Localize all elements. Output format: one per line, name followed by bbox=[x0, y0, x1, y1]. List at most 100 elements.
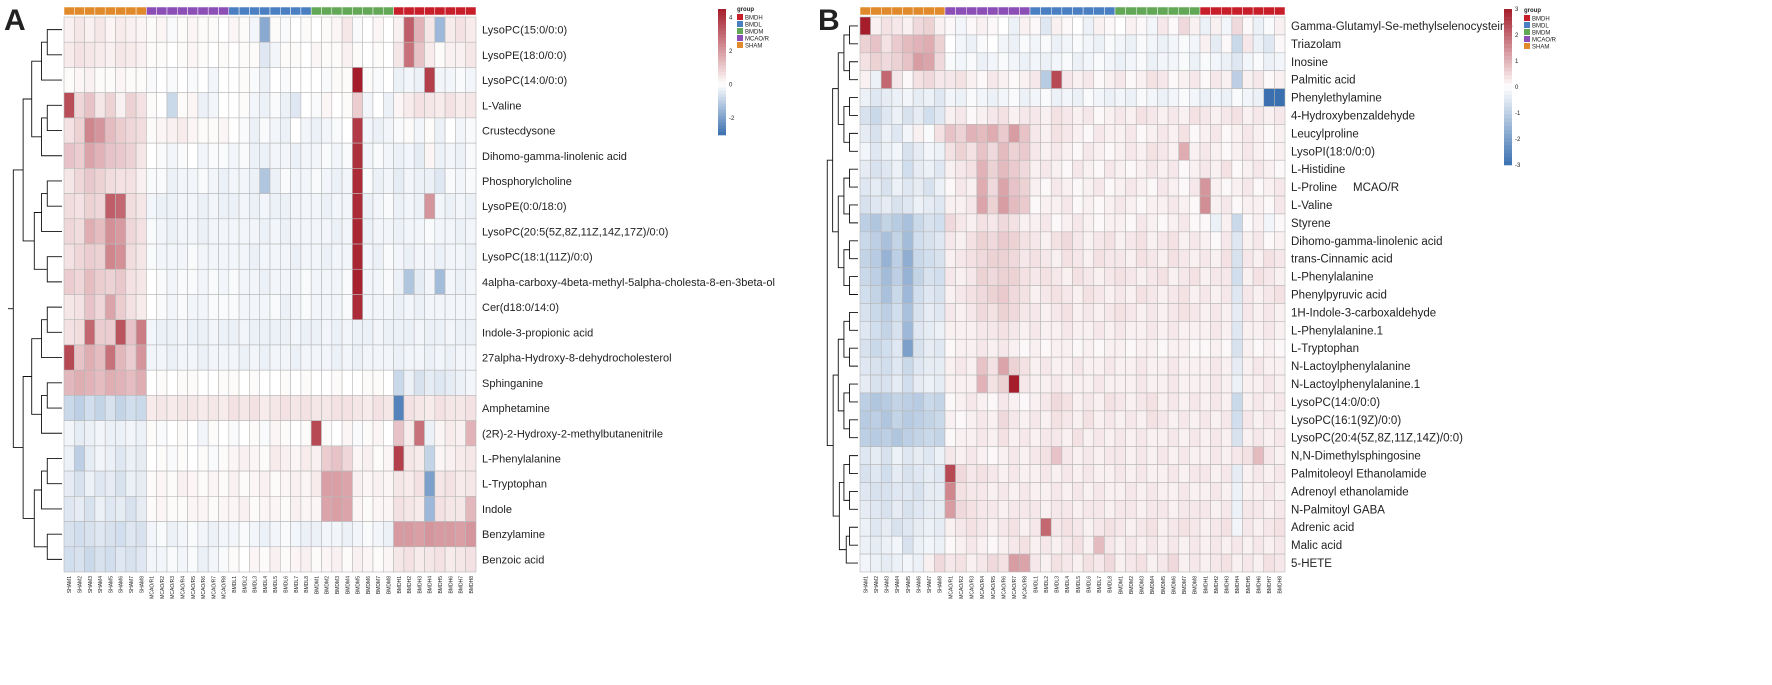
heatmap-cell bbox=[1157, 392, 1169, 412]
heatmap-cell bbox=[341, 496, 353, 522]
heatmap-cell bbox=[997, 285, 1010, 304]
heatmap-cell bbox=[1252, 159, 1265, 179]
heatmap-cell bbox=[177, 142, 188, 169]
heatmap-cell bbox=[197, 193, 209, 220]
heatmap-cell bbox=[166, 294, 178, 321]
heatmap-cell bbox=[912, 195, 925, 215]
heatmap-cell bbox=[382, 420, 394, 447]
heatmap-cell bbox=[372, 470, 384, 497]
heatmap-cell bbox=[1231, 464, 1243, 483]
heatmap-cell bbox=[362, 546, 374, 573]
heatmap-cell bbox=[187, 193, 199, 220]
heatmap-cell bbox=[1210, 410, 1222, 430]
heatmap-cell bbox=[362, 16, 374, 43]
heatmap-cell bbox=[1146, 410, 1158, 430]
row-label: N-Lactoylphenylalanine bbox=[1291, 361, 1411, 373]
heatmap-cell bbox=[1146, 34, 1158, 54]
heatmap-cell bbox=[63, 445, 75, 472]
heatmap-cell bbox=[1040, 124, 1052, 143]
heatmap-cell bbox=[238, 268, 250, 295]
heatmap-cell bbox=[465, 420, 477, 447]
group-annotation-cell bbox=[1199, 6, 1211, 16]
heatmap-cell bbox=[115, 319, 127, 346]
heatmap-cell bbox=[177, 395, 188, 421]
heatmap-cell bbox=[259, 319, 271, 346]
heatmap-cell bbox=[218, 420, 230, 447]
heatmap-cell bbox=[1040, 535, 1052, 555]
heatmap-cell bbox=[372, 268, 384, 295]
group-annotation-cell bbox=[166, 6, 178, 16]
heatmap-cell bbox=[1019, 535, 1031, 555]
heatmap-cell bbox=[1093, 70, 1105, 89]
heatmap-cell bbox=[290, 117, 302, 144]
heatmap-cell bbox=[362, 142, 374, 169]
heatmap-cell bbox=[1008, 500, 1020, 519]
heatmap-cell bbox=[94, 67, 106, 93]
heatmap-cell bbox=[455, 41, 466, 68]
heatmap-cell bbox=[1072, 52, 1084, 72]
column-label: BMDM5 bbox=[356, 576, 362, 594]
heatmap-cell bbox=[923, 428, 935, 447]
heatmap-cell bbox=[891, 249, 903, 268]
color-scale-step bbox=[1504, 75, 1512, 80]
color-scale-step bbox=[1504, 98, 1512, 103]
heatmap-cell bbox=[331, 41, 343, 68]
heatmap-cell bbox=[965, 374, 978, 394]
heatmap-cell bbox=[1252, 338, 1265, 358]
heatmap-cell bbox=[156, 16, 168, 43]
heatmap-cell bbox=[63, 521, 75, 548]
heatmap-cell bbox=[207, 92, 219, 119]
heatmap-cell bbox=[187, 319, 199, 346]
heatmap-cell bbox=[976, 34, 988, 54]
dendrogram-branch bbox=[33, 489, 48, 548]
heatmap-cell bbox=[1199, 446, 1211, 465]
heatmap-cell bbox=[1050, 213, 1063, 233]
heatmap-cell bbox=[1114, 16, 1126, 36]
heatmap-cell bbox=[1242, 267, 1254, 286]
heatmap-cell bbox=[300, 142, 312, 169]
color-scale-step bbox=[1504, 55, 1512, 60]
heatmap-cell bbox=[1050, 517, 1063, 537]
heatmap-cell bbox=[1167, 356, 1180, 376]
heatmap-cell bbox=[1146, 52, 1158, 72]
heatmap-cell bbox=[177, 268, 188, 295]
heatmap-cell bbox=[218, 268, 230, 295]
heatmap-cell bbox=[1157, 142, 1169, 161]
color-scale-step bbox=[1504, 24, 1512, 29]
heatmap-cell bbox=[269, 243, 281, 270]
color-scale-step bbox=[1504, 87, 1512, 92]
heatmap-cell bbox=[413, 395, 425, 421]
heatmap-cell bbox=[1135, 213, 1148, 233]
row-label: N-Palmitoyl GABA bbox=[1291, 504, 1385, 516]
heatmap-cell bbox=[424, 218, 436, 245]
heatmap-cell bbox=[1019, 285, 1031, 304]
heatmap-cell bbox=[84, 294, 96, 321]
heatmap-cell bbox=[891, 446, 903, 465]
heatmap-cell bbox=[1220, 70, 1233, 89]
heatmap-cell bbox=[1167, 410, 1180, 430]
column-label: SHAM1 bbox=[67, 576, 73, 593]
heatmap-cell bbox=[1019, 124, 1031, 143]
heatmap-cell bbox=[382, 395, 394, 421]
heatmap-cell bbox=[197, 168, 209, 194]
heatmap-cell bbox=[1157, 285, 1169, 304]
group-annotation-cell bbox=[1242, 6, 1254, 16]
heatmap-cell bbox=[1008, 321, 1020, 340]
heatmap-cell bbox=[372, 319, 384, 346]
heatmap-cell bbox=[1231, 428, 1243, 447]
heatmap-cell bbox=[1178, 356, 1190, 376]
heatmap-cell bbox=[84, 243, 96, 270]
panel-a-letter: A bbox=[4, 4, 26, 37]
color-scale-step bbox=[718, 40, 726, 44]
heatmap-cell bbox=[115, 218, 127, 245]
heatmap-cell bbox=[1008, 159, 1020, 179]
heatmap-cell bbox=[1125, 213, 1137, 233]
heatmap-cell bbox=[1082, 535, 1095, 555]
heatmap-cell bbox=[1146, 142, 1158, 161]
heatmap-cell bbox=[1082, 410, 1095, 430]
heatmap-cell bbox=[1082, 124, 1095, 143]
heatmap-cell bbox=[465, 369, 477, 396]
heatmap-cell bbox=[870, 446, 882, 465]
heatmap-cell bbox=[1008, 231, 1020, 251]
